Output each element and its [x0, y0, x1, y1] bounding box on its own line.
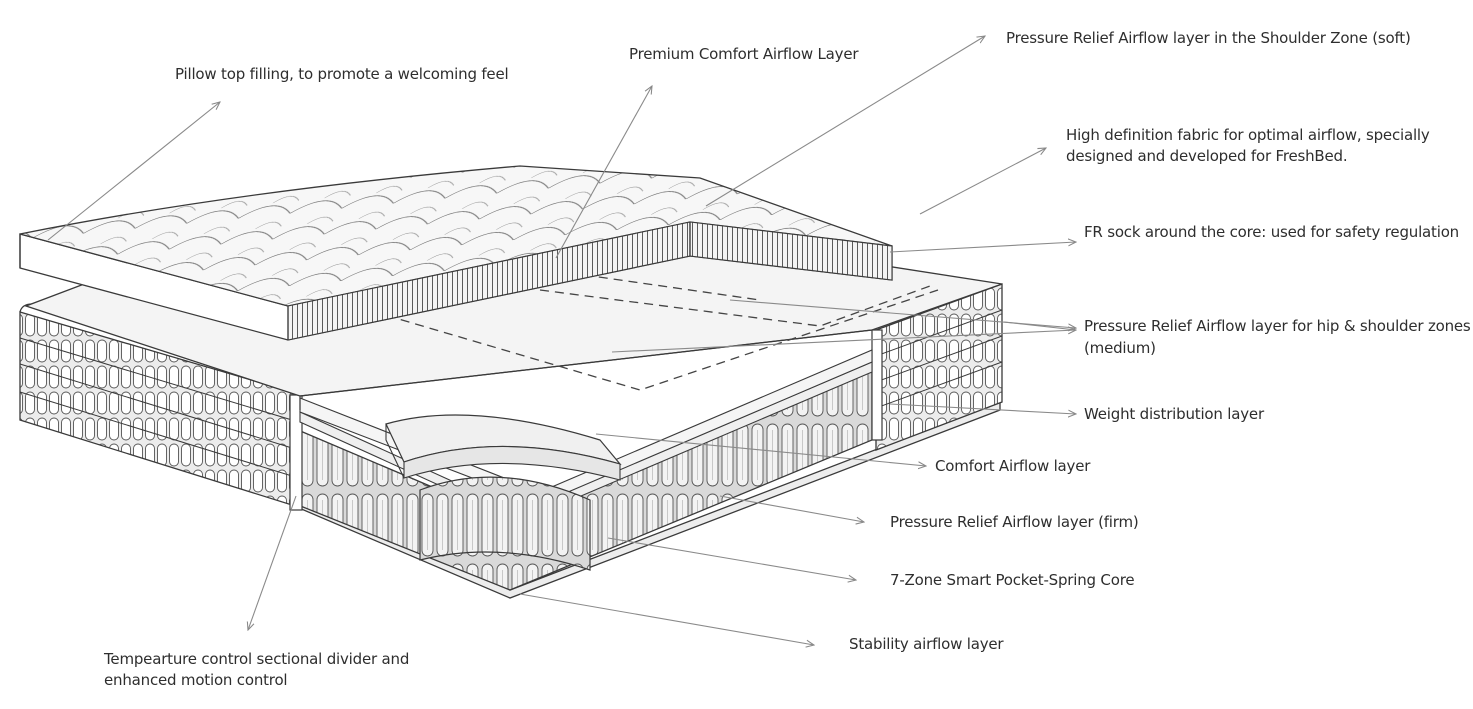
leader-stability	[519, 593, 814, 645]
leader-premium-comfort	[555, 86, 652, 259]
leader-fabric	[919, 148, 1046, 215]
leader-hip-shoulder-b	[611, 330, 1076, 353]
label-spring-core: 7-Zone Smart Pocket-Spring Core	[890, 571, 1135, 589]
leader-comfort	[595, 433, 926, 466]
label-hip-shoulder-line2: (medium)	[1084, 339, 1156, 357]
label-temperature-line1: Tempearture control sectional divider an…	[104, 650, 410, 668]
label-comfort-airflow: Comfort Airflow layer	[935, 457, 1091, 475]
label-fabric-line1: High definition fabric for optimal airfl…	[1066, 126, 1430, 144]
leader-fr-sock	[889, 242, 1076, 253]
leader-temperature	[248, 495, 297, 630]
label-temperature-line2: enhanced motion control	[104, 671, 288, 689]
leader-pillow-top	[47, 102, 220, 241]
curved-cutaway-layers	[385, 414, 622, 481]
label-fr-sock: FR sock around the core: used for safety…	[1084, 223, 1459, 241]
label-pillow-top: Pillow top filling, to promote a welcomi…	[175, 65, 509, 83]
leader-core	[607, 537, 856, 580]
label-shoulder-zone: Pressure Relief Airflow layer in the Sho…	[1006, 29, 1411, 47]
exposed-pocket-springs	[419, 476, 591, 571]
label-fabric-line2: designed and developed for FreshBed.	[1066, 147, 1348, 165]
label-pressure-firm: Pressure Relief Airflow layer (firm)	[890, 513, 1139, 531]
leader-firm	[719, 495, 864, 522]
label-hip-shoulder-line1: Pressure Relief Airflow layer for hip & …	[1084, 317, 1471, 335]
leader-hip-shoulder-c	[1003, 321, 1077, 331]
leader-lines	[47, 36, 1077, 645]
label-stability: Stability airflow layer	[849, 635, 1004, 653]
leader-weight	[889, 403, 1076, 414]
pillow-top	[19, 165, 893, 341]
label-premium-comfort: Premium Comfort Airflow Layer	[629, 45, 859, 63]
leader-shoulder-zone	[705, 36, 985, 207]
label-weight-distribution: Weight distribution layer	[1084, 405, 1264, 423]
